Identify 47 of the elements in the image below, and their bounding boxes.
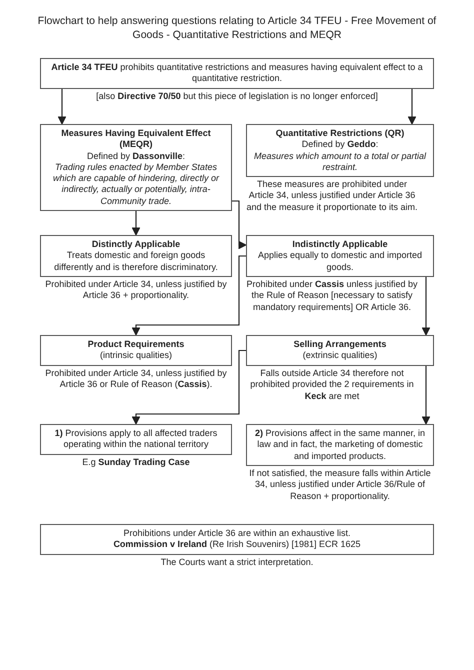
box-heading: Indistinctly Applicable [291,239,389,250]
box-text: 2) Provisions affect in the same manner, in law and in fact, the marketing of domestic and imported products. [254,428,426,462]
note-text: The Courts want a strict interpretation. [160,557,314,568]
process-box [40,235,232,277]
process-box [246,335,434,366]
box-heading: Product Requirements [86,339,186,350]
arrow [132,211,140,236]
box-heading: Quantitative Restrictions (QR) [274,128,406,140]
note-text: Prohibited under Cassis unless justified by the Rule of Reason [necessary to satisfy mandatory requirements] OR Article 36. [246,279,418,313]
process-box [246,424,434,466]
process-box [246,235,434,277]
box-text: Treats domestic and foreign goods differently and is therefore discriminatory. [53,250,219,273]
arrow [132,350,246,424]
note-text: These measures are prohibited under Article 34, unless justified under Article 36 and the measure it proportionate to its aim. [246,179,418,213]
box-text: 1) Provisions apply to all affected traders operating within the national territory [54,428,218,450]
title-text: Flowchart to help answering questions relating to Article 34 TFEU - Free Movement of Goods - Quantitative Restrictions and MEQR [36,14,438,42]
process-box [40,58,434,88]
note-text: Prohibited under Article 34, unless justified by Article 36 or Rule of Reason (Cassis). [44,368,228,390]
note-text: Falls outside Article 34 therefore not prohibited provided the 2 requirements in Keck are met [249,368,415,402]
box-text: Applies equally to domestic and imported goods. [256,250,424,273]
arrow [132,255,246,336]
arrow [422,277,430,336]
process-box [246,124,434,177]
arrow [422,366,430,424]
box-text: Trading rules enacted by Member States which are capable of hindering, directly or indirectly, actually or potentially, intra-Community trade. [52,162,220,207]
arrow [408,89,416,124]
box-heading: Selling Arrangements [292,339,388,350]
box-text: (extrinsic qualities) [302,350,378,362]
process-box [40,124,232,211]
note-text: E.g Sunday Trading Case [81,457,191,468]
box-text: Article 34 TFEU prohibits quantitative restrictions and measures having equivalent effect to a quantitative restriction. [50,62,424,84]
process-box [40,424,232,454]
box-text: Measures which amount to a total or partial restraint. [253,150,427,173]
process-box [40,524,434,554]
box-text: (intrinsic qualities) [98,350,174,362]
box-text: Defined by Geddo: [300,139,380,150]
arrow [58,89,66,124]
note-text: [also Directive 70/50 but this piece of legislation is no longer enforced] [95,91,379,102]
box-heading: Measures Having Equivalent Effect (MEQR) [60,128,212,150]
note-text: Prohibited under Article 34, unless justified by Article 36 + proportionality. [44,279,228,302]
box-heading: Distinctly Applicable [90,239,182,250]
box-text: Commission v Ireland (Re Irish Souvenirs) [1981] ECR 1625 [112,539,362,550]
note-text: If not satisfied, the measure falls within Article 34, unless justified under Article 36/Rule of Reason + proportionality. [248,468,432,502]
process-box [40,335,232,366]
box-text: Prohibitions under Article 36 are within an exhaustive list. [122,528,352,540]
box-text: Defined by Dassonville: [86,150,186,162]
arrow [232,200,246,250]
